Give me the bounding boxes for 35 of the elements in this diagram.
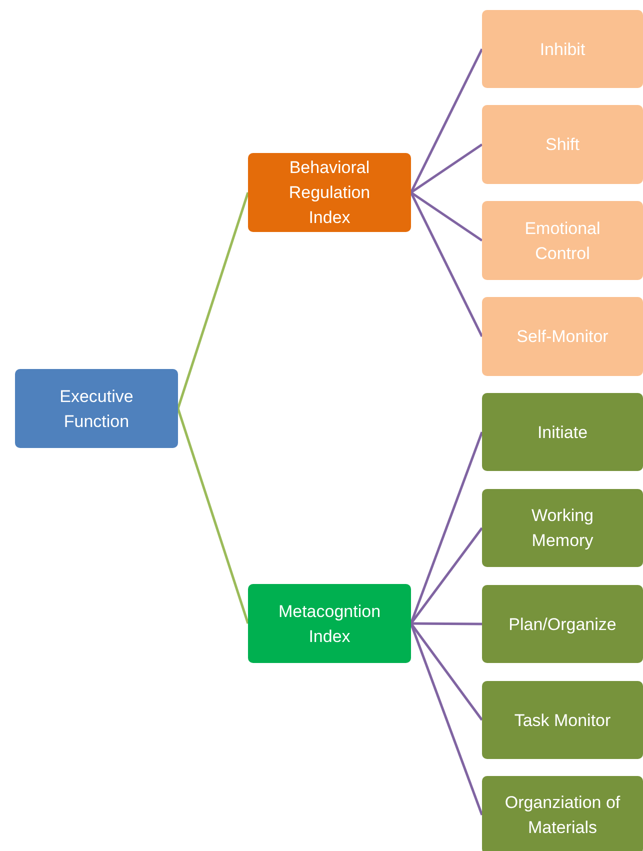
category-box — [482, 681, 643, 759]
connector-line — [410, 192, 484, 338]
box-label: Self-Monitor — [516, 326, 608, 348]
box-label: Working Memory — [530, 505, 595, 552]
box-label: Behavioral Regulation Index — [288, 157, 372, 229]
category-box — [482, 201, 643, 280]
box-label: Organziation of Materials — [504, 792, 622, 839]
category-box — [482, 489, 643, 567]
category-box — [482, 585, 643, 663]
box-label: Task Monitor — [514, 710, 611, 732]
box-label: Shift — [545, 134, 580, 156]
connector-line — [176, 192, 250, 409]
connector-line — [410, 622, 483, 721]
category-box — [482, 105, 643, 184]
connector-line — [410, 527, 483, 624]
box-label: Executive Function — [58, 386, 134, 432]
box-label: Plan/Organize — [508, 614, 616, 636]
category-box — [248, 153, 411, 232]
box-label: Initiate — [537, 422, 588, 444]
category-box — [482, 393, 643, 471]
connector-line — [410, 623, 484, 816]
category-box — [248, 584, 411, 663]
category-box — [482, 297, 643, 376]
box-label: Emotional Control — [524, 218, 602, 264]
connector-line — [411, 622, 482, 626]
connector-line — [410, 143, 483, 194]
connector-line — [410, 432, 484, 624]
category-box — [482, 776, 643, 851]
connector-line — [176, 408, 250, 624]
box-label: Inhibit — [540, 38, 586, 60]
box-label: Metacogntion Index — [277, 600, 382, 648]
category-box — [15, 369, 178, 448]
connector-line — [410, 191, 483, 242]
connector-line — [410, 48, 484, 194]
category-box — [482, 10, 643, 88]
